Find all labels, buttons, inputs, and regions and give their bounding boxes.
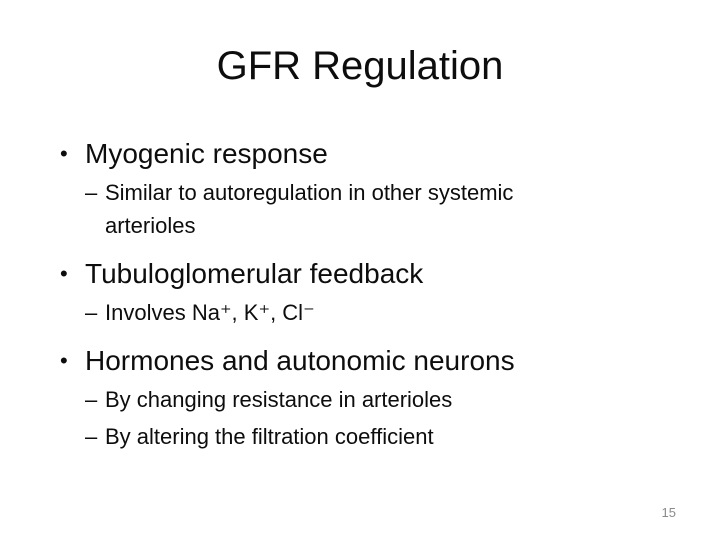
bullet-item-myogenic: • Myogenic response — [60, 136, 620, 172]
bullet-label: Tubuloglomerular feedback — [85, 258, 424, 289]
bullet-marker: • — [60, 261, 68, 286]
sub-bullet-dash: – — [85, 300, 98, 325]
sub-bullet-item: – Similar to autoregulation in other sys… — [60, 176, 620, 242]
sub-bullet-text: By changing resistance in arterioles — [105, 387, 453, 412]
bullet-label: Myogenic response — [85, 138, 328, 169]
page-number: 15 — [661, 505, 676, 520]
sub-bullet-text: By altering the filtration coefficient — [105, 424, 434, 449]
slide-body: • Myogenic response – Similar to autoreg… — [60, 122, 620, 453]
sub-bullet-text: Involves Na⁺, K⁺, Cl⁻ — [105, 300, 315, 325]
bullet-marker: • — [60, 141, 68, 166]
bullet-item-hormones: • Hormones and autonomic neurons — [60, 343, 620, 379]
bullet-label: Hormones and autonomic neurons — [85, 345, 515, 376]
sub-bullet-item: – By altering the filtration coefficient — [60, 420, 620, 453]
sub-bullet-text: Similar to autoregulation in other syste… — [105, 180, 514, 238]
slide-title: GFR Regulation — [216, 44, 504, 88]
bullet-marker: • — [60, 348, 68, 373]
bullet-item-tubuloglomerular: • Tubuloglomerular feedback — [60, 256, 620, 292]
sub-bullet-dash: – — [85, 387, 98, 412]
sub-bullet-dash: – — [85, 424, 98, 449]
sub-bullet-item: – By changing resistance in arterioles — [60, 383, 620, 416]
sub-bullet-dash: – — [85, 180, 98, 205]
sub-bullet-item: – Involves Na⁺, K⁺, Cl⁻ — [60, 296, 620, 329]
